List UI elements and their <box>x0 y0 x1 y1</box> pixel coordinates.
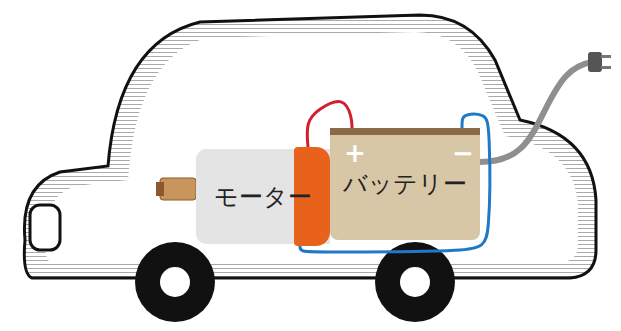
rear-hub <box>160 267 190 297</box>
motor-box: モーター <box>196 149 330 244</box>
part-name: バッテリー <box>343 168 467 200</box>
rear-wheel <box>135 242 215 322</box>
car-body <box>24 15 596 278</box>
front-wheel <box>375 242 455 322</box>
power-cable <box>480 62 592 162</box>
motor-shaft-tip <box>156 182 164 196</box>
plug-prong <box>601 66 611 69</box>
car-interior <box>46 32 579 262</box>
headlight <box>30 205 60 250</box>
part-name: モーター <box>214 181 312 213</box>
front-hub <box>400 267 430 297</box>
terminal-sign: − <box>452 140 474 166</box>
battery-top-band <box>330 128 480 135</box>
plug-body <box>588 52 602 72</box>
plug-prong <box>601 55 611 58</box>
terminal-sign: + <box>344 140 366 166</box>
motor-shaft <box>160 178 196 200</box>
